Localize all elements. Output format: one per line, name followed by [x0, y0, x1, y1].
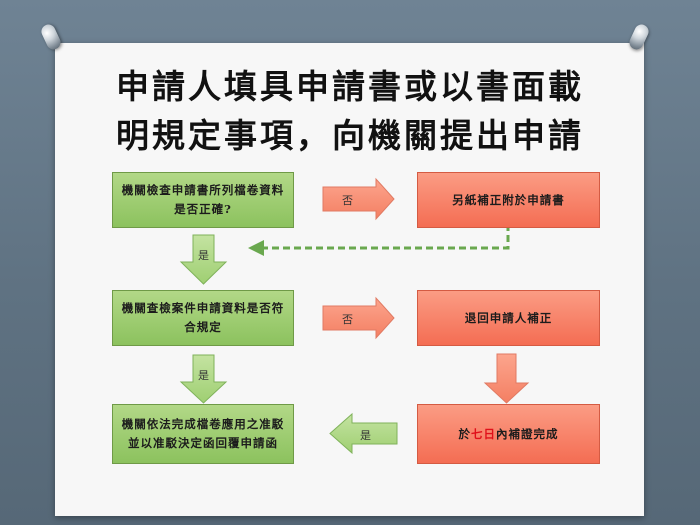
arrow-no-1 — [323, 179, 394, 219]
arrow-return-down — [485, 354, 528, 403]
label-yes-2: 是 — [198, 367, 209, 383]
label-no-2: 否 — [342, 311, 353, 327]
label-yes-3: 是 — [360, 427, 371, 443]
step-return-applicant: 退回申請人補正 — [417, 290, 600, 346]
step-complete: 於七日內補證完成 — [417, 404, 600, 464]
step-supplement-form: 另紙補正附於申請書 — [417, 172, 600, 228]
label-no-1: 否 — [342, 192, 353, 208]
step-check-case: 機關查檢案件申請資料是否符合規定 — [112, 290, 294, 346]
label-yes-1: 是 — [198, 247, 209, 263]
dashed-return-arrowhead — [248, 240, 264, 256]
step-check-docs: 機關檢查申請書所列檔卷資料是否正確? — [112, 172, 294, 228]
highlight-seven-days: 七日 — [471, 427, 496, 441]
step-decision: 機關依法完成檔卷應用之准駁並以准駁決定函回覆申請函 — [112, 404, 294, 464]
arrow-no-2 — [323, 298, 394, 338]
